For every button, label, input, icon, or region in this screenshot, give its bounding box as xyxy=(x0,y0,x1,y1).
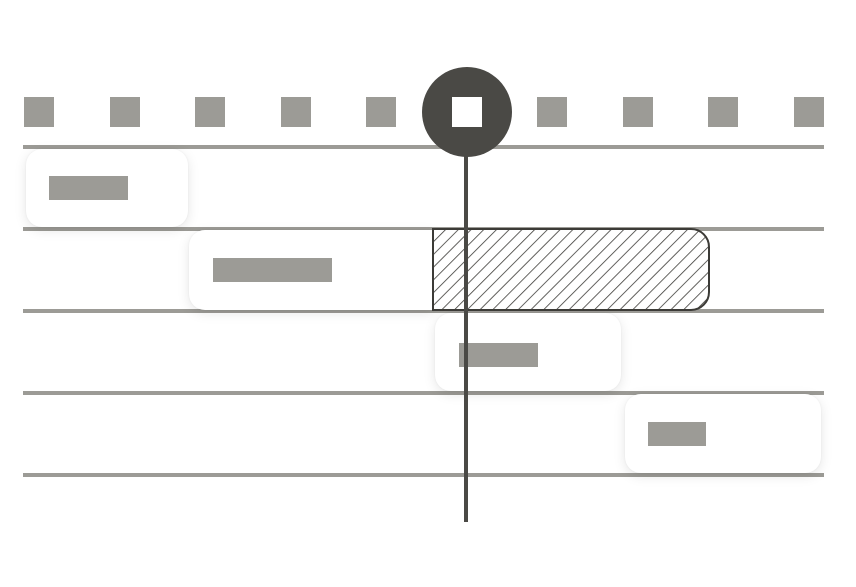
task-label-placeholder xyxy=(648,422,706,446)
timeline-tick xyxy=(794,97,824,127)
row-divider xyxy=(23,145,824,149)
playhead-handle[interactable] xyxy=(422,67,512,157)
stop-icon xyxy=(452,97,482,127)
row-divider xyxy=(23,227,824,231)
timeline-tick xyxy=(281,97,311,127)
task-2-hatched-extension[interactable] xyxy=(432,228,710,311)
task-bar-4[interactable] xyxy=(625,394,821,473)
timeline-tick xyxy=(195,97,225,127)
timeline-tick xyxy=(110,97,140,127)
task-label-placeholder xyxy=(49,176,128,200)
task-bar-3[interactable] xyxy=(435,313,621,391)
timeline-tick xyxy=(366,97,396,127)
timeline-tick xyxy=(708,97,738,127)
timeline-tick xyxy=(537,97,567,127)
row-divider xyxy=(23,391,824,395)
row-divider xyxy=(23,473,824,477)
task-label-placeholder xyxy=(459,343,538,367)
task-bar-1[interactable] xyxy=(26,149,188,227)
timeline-tick xyxy=(24,97,54,127)
row-divider xyxy=(23,309,824,313)
task-bar-2[interactable] xyxy=(189,230,434,310)
timeline-tick xyxy=(623,97,653,127)
task-label-placeholder xyxy=(213,258,332,282)
